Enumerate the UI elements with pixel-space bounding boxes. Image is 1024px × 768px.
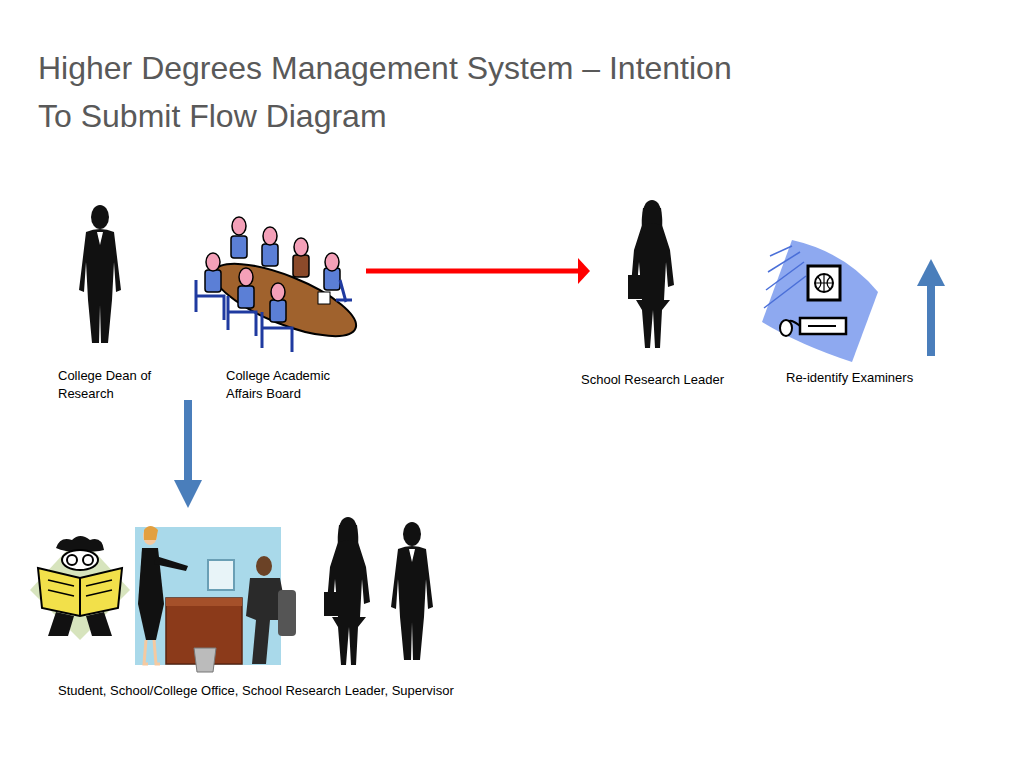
computer-figure: Re-identify Examiners: [760, 235, 930, 390]
mouse: [780, 320, 792, 336]
chair: [278, 590, 296, 636]
node-label: College Dean of Research: [58, 367, 153, 403]
man-head: [256, 556, 272, 576]
paper: [318, 292, 330, 304]
node-label: Student, School/College Office, School R…: [58, 682, 454, 700]
reader-clipart: [30, 536, 130, 640]
bin: [194, 648, 216, 672]
newspaper: [38, 568, 122, 616]
node-label: Re-identify Examiners: [786, 369, 913, 387]
table: [206, 249, 365, 350]
globe: [815, 274, 833, 292]
supervisor-silhouette: [391, 522, 433, 660]
legs: [48, 612, 112, 636]
leader-silhouette: [324, 517, 370, 665]
arrow-shaft: [366, 269, 579, 274]
leader-figure: School Research Leader: [580, 195, 735, 390]
diagram-title: Higher Degrees Management System – Inten…: [38, 44, 738, 140]
board-figure: College Academic Affairs Board: [180, 210, 360, 405]
computer-clipart: [762, 240, 878, 362]
fan-lines: [764, 246, 806, 308]
woman-head: [143, 527, 157, 545]
monitor: [808, 266, 840, 300]
chairs: [196, 280, 352, 352]
board-meeting-clipart: [196, 217, 364, 352]
green-diamond: [30, 536, 130, 640]
node-label: College Academic Affairs Board: [226, 367, 344, 403]
dean-silhouette: [79, 205, 121, 343]
arrow-shaft: [184, 400, 192, 483]
arrow-head: [578, 258, 590, 284]
office-monitor: [208, 560, 234, 590]
red-arrow: [366, 258, 590, 284]
node-label: School Research Leader: [581, 371, 724, 389]
up-arrow: [917, 259, 945, 356]
blue-fan: [762, 240, 878, 362]
people-group: Student, School/College Office, School R…: [28, 512, 498, 702]
computer-case: [800, 318, 846, 334]
dean-figure: College Dean of Research: [55, 200, 165, 400]
heads: [206, 217, 339, 301]
leader-silhouette: [628, 200, 674, 348]
office-clipart: [135, 526, 296, 672]
blue-arrow: [174, 400, 202, 508]
arrow-head: [174, 480, 202, 508]
